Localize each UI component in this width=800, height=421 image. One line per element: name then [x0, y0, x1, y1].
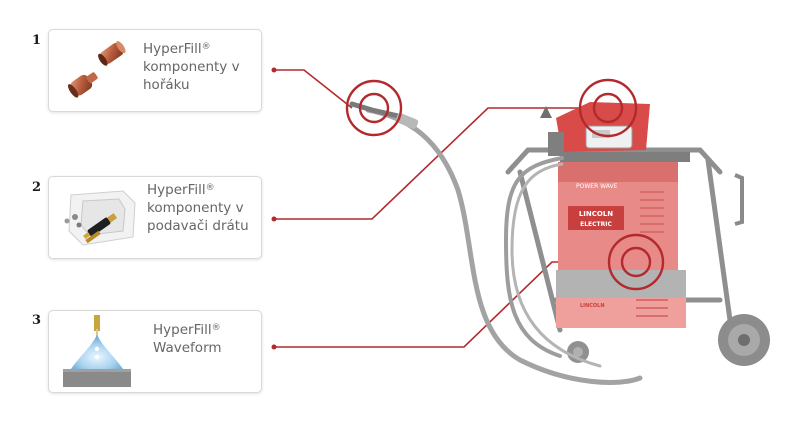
cables — [365, 107, 643, 385]
small-label: LINCOLN — [580, 303, 605, 309]
cart-top-tray — [560, 152, 690, 162]
callout-dots — [271, 67, 277, 350]
arc-waveform-icon — [63, 315, 131, 387]
torch-components-label: HyperFill® komponenty v hořáku — [143, 41, 240, 93]
waveform-label: HyperFill® Waveform — [153, 322, 222, 356]
torch-head — [349, 101, 419, 129]
wire-feeder-components-label: HyperFill® komponenty v podavači drátu — [147, 182, 249, 234]
highlight-circles — [345, 78, 665, 291]
wire-feeder-parts-icon — [64, 190, 136, 246]
brand-line-1: LINCOLN — [579, 210, 613, 218]
item-number-1: 1 — [32, 33, 42, 48]
waveform-card[interactable]: HyperFill® Waveform — [48, 310, 262, 393]
item-number-2: 2 — [32, 180, 42, 195]
torch-components-card[interactable]: HyperFill® komponenty v hořáku — [48, 29, 262, 112]
brand-line-2: ELECTRIC — [580, 221, 612, 228]
highlight-circle-3 — [607, 233, 665, 291]
brand-plate — [568, 206, 624, 230]
highlight-circle-1 — [345, 79, 403, 137]
item-number-3: 3 — [32, 313, 42, 328]
copper-tips-icon — [67, 41, 126, 98]
highlight-circle-2 — [578, 78, 638, 138]
wire-feeder-components-card[interactable]: HyperFill® komponenty v podavači drátu — [48, 176, 262, 259]
callout-line-2 — [274, 107, 586, 220]
model-label: POWER WAVE — [576, 183, 618, 190]
callout-line-1 — [274, 69, 353, 109]
